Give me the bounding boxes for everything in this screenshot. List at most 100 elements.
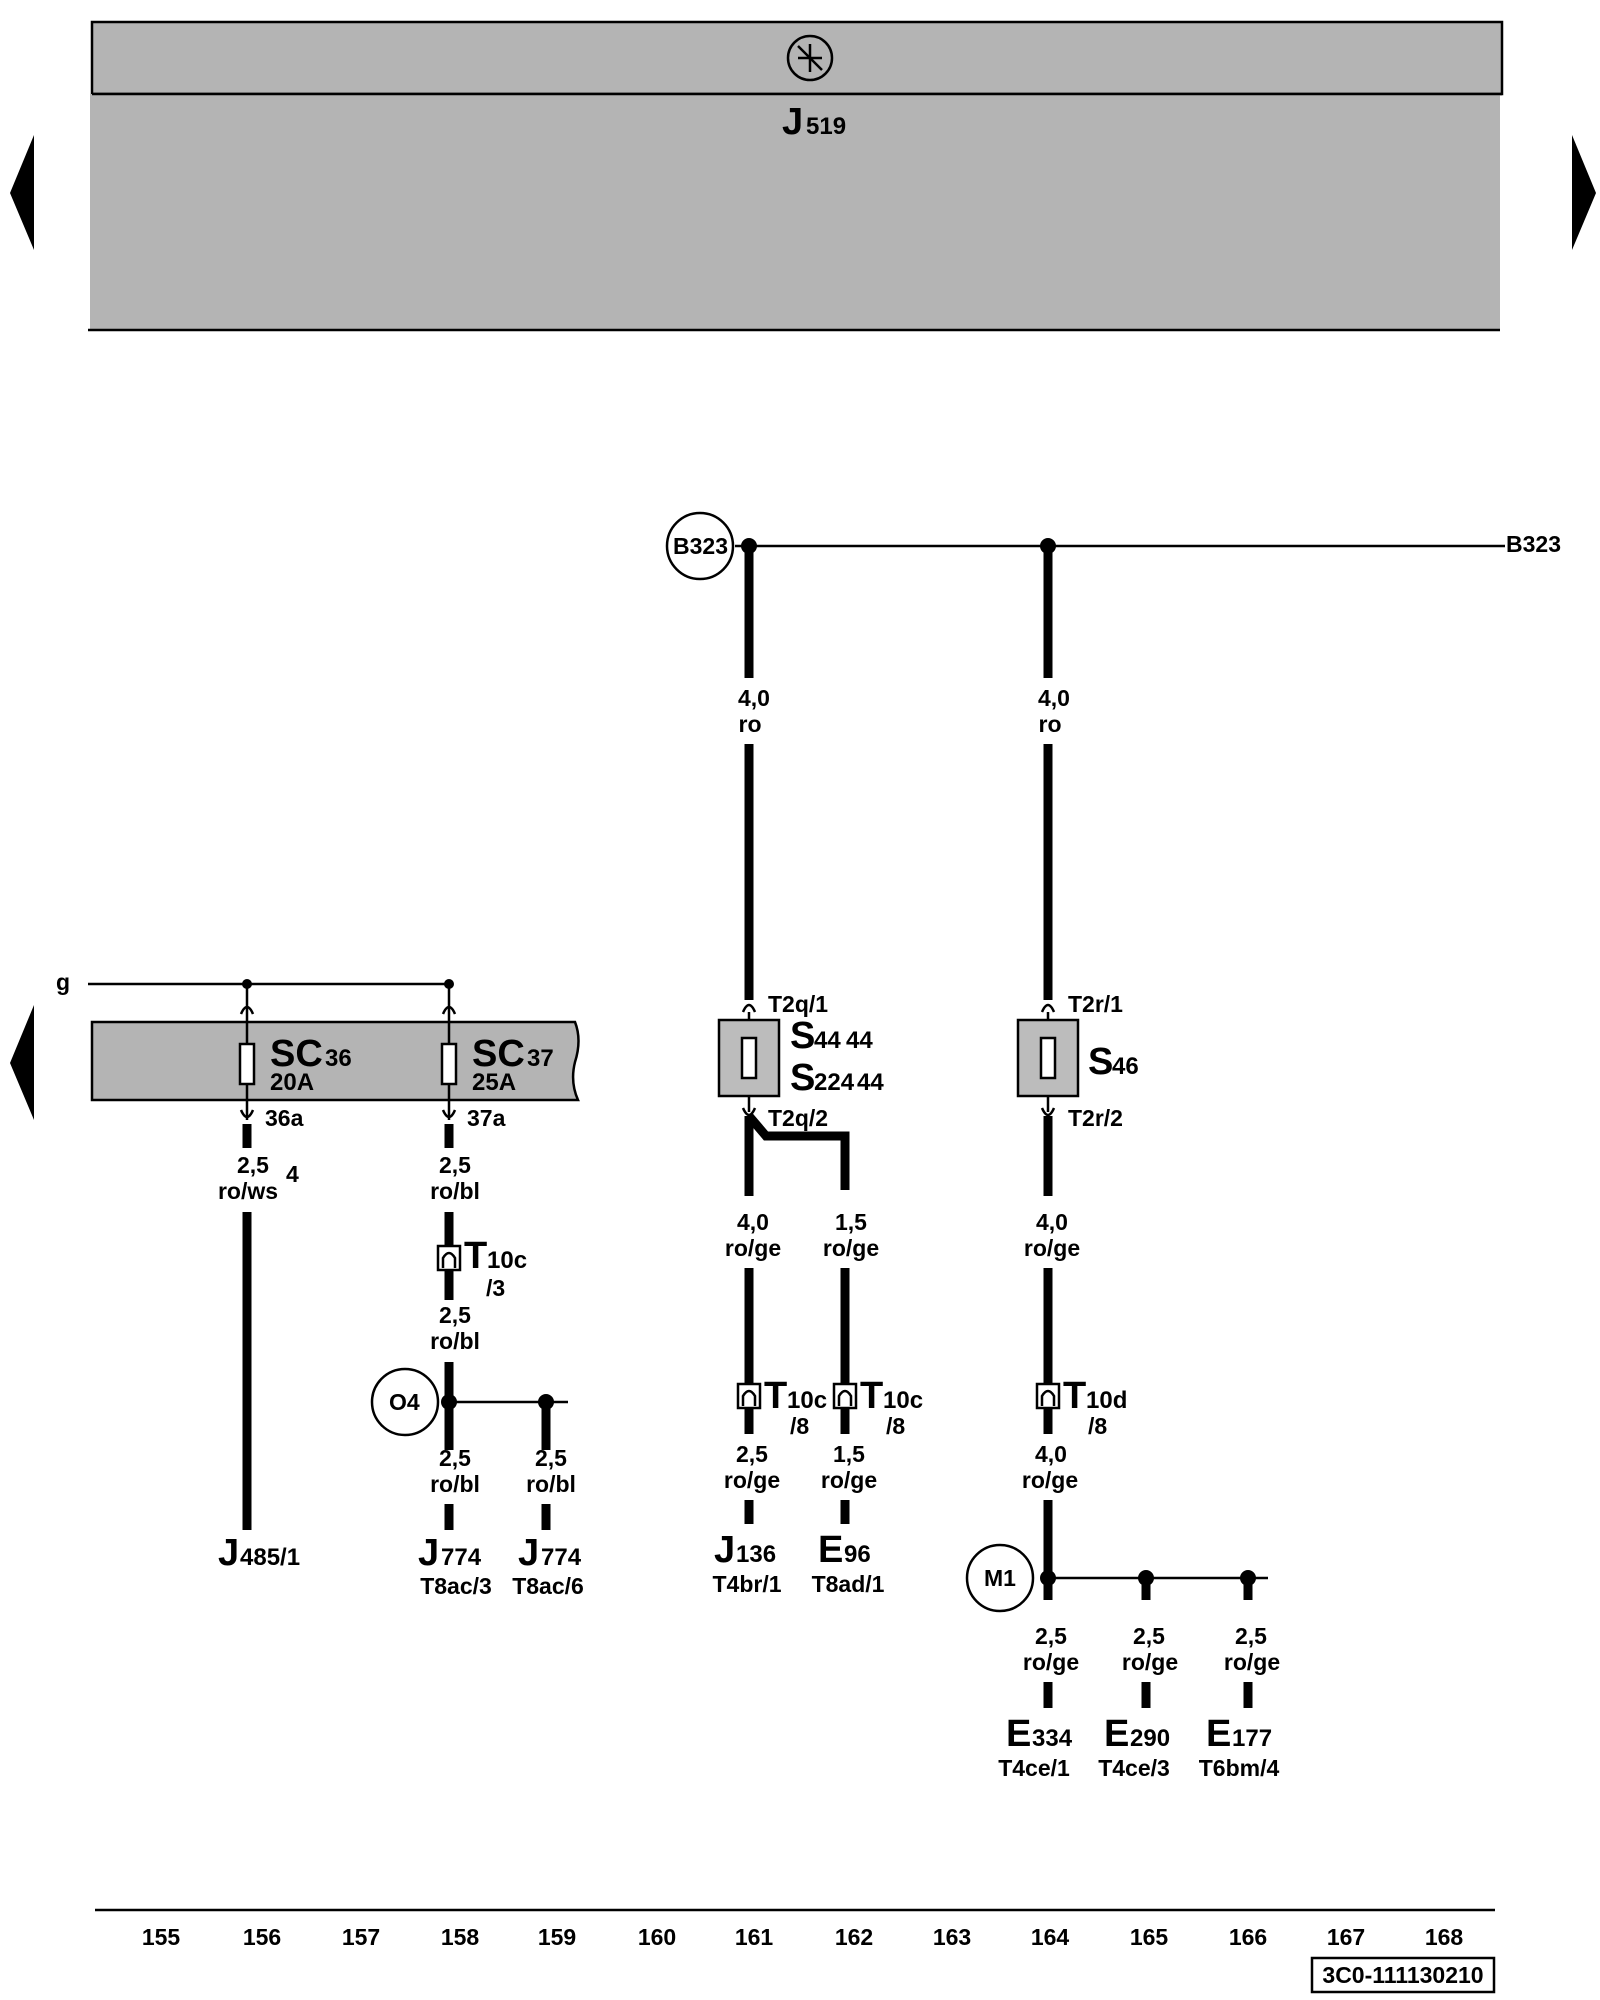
j485-index: 485/1 — [240, 1544, 300, 1571]
t10c8-left-index: 10c — [787, 1387, 827, 1414]
m1-branch1-color: ro/ge — [1023, 1649, 1079, 1675]
e96-conn: T8ad/1 — [812, 1571, 885, 1597]
arrow-left-icon[interactable] — [10, 1005, 34, 1120]
document-id: 3C0-111130210 — [1310, 1956, 1496, 1994]
s46-in-size: 4,0 — [1038, 685, 1070, 711]
o4-branch2-size: 2,5 — [535, 1445, 567, 1471]
s44-name: S — [790, 1015, 815, 1057]
s44-after-right-color: ro/ge — [821, 1467, 877, 1493]
connector-icon — [736, 1382, 762, 1410]
sc36-rating: 20A — [270, 1069, 314, 1096]
connector-icon — [436, 1244, 462, 1272]
o4-label: O4 — [389, 1389, 420, 1415]
j774-label-2: J — [518, 1532, 539, 1574]
s44-out-right-color: ro/ge — [823, 1235, 879, 1261]
doc-id-text: 3C0-111130210 — [1322, 1962, 1483, 1988]
s46-in-color: ro — [1039, 711, 1062, 737]
sc36-num: 36 — [325, 1045, 352, 1072]
track-number: 167 — [1327, 1924, 1365, 1950]
o4-branch1-color: ro/bl — [430, 1471, 480, 1497]
s224-name: S — [790, 1057, 815, 1099]
e290-conn: T4ce/3 — [1098, 1755, 1170, 1781]
s46-name: S — [1088, 1041, 1113, 1083]
e334-index: 334 — [1032, 1725, 1073, 1752]
sc36-pin: 36a — [265, 1105, 304, 1131]
t10d8-name: T — [1063, 1375, 1086, 1417]
t10c3-index: 10c — [487, 1247, 527, 1274]
s44-in-size: 4,0 — [738, 685, 770, 711]
sc36-wire-color: ro/ws — [218, 1178, 278, 1204]
j136-label: J — [714, 1529, 735, 1571]
track-number: 161 — [735, 1924, 774, 1950]
o4-branch1-size: 2,5 — [439, 1445, 471, 1471]
j774-index-2: 774 — [541, 1544, 582, 1571]
t10c8-right-index: 10c — [883, 1387, 923, 1414]
s46-num: 46 — [1112, 1053, 1139, 1080]
bus-label-left: B323 — [673, 533, 728, 559]
sc37-name: SC — [472, 1033, 525, 1075]
track-number: 162 — [835, 1924, 873, 1950]
t10c8-right-pin: /8 — [886, 1413, 905, 1439]
s46-out-color: ro/ge — [1024, 1235, 1080, 1261]
sc37-wire-size: 2,5 — [439, 1152, 471, 1178]
track-number: 159 — [538, 1924, 576, 1950]
feed-g-label: g — [56, 969, 70, 995]
e334-conn: T4ce/1 — [998, 1755, 1070, 1781]
e290-index: 290 — [1130, 1725, 1170, 1752]
t10c3-wire-color: ro/bl — [430, 1328, 480, 1354]
fuse-s46-branch: 4,0 ro T2r/1 S 46 T2r/2 4,0 ro/ge T 10d … — [965, 546, 1280, 1781]
fuse-s44-branch: 4,0 ro T2q/1 S 44 44 S 224 44 T2q/2 4,0 … — [712, 546, 923, 1597]
m1-branch1-size: 2,5 — [1035, 1623, 1067, 1649]
arrow-left-icon[interactable] — [10, 135, 34, 250]
track-number: 163 — [933, 1924, 971, 1950]
transistor-icon — [786, 34, 834, 82]
s46-after-size: 4,0 — [1035, 1441, 1067, 1467]
s44-ref: 44 — [846, 1027, 873, 1054]
j136-index: 136 — [736, 1541, 776, 1568]
connector-icon — [1035, 1382, 1061, 1410]
arrow-right-icon[interactable] — [1572, 135, 1596, 250]
t10c3-wire-size: 2,5 — [439, 1302, 471, 1328]
s46-after-color: ro/ge — [1022, 1467, 1078, 1493]
m1-label: M1 — [984, 1565, 1016, 1591]
track-number: 168 — [1425, 1924, 1464, 1950]
s44-after-right-size: 1,5 — [833, 1441, 865, 1467]
t10d8-pin: /8 — [1088, 1413, 1107, 1439]
j774-index-1: 774 — [441, 1544, 482, 1571]
s46-pin-out: T2r/2 — [1068, 1105, 1123, 1131]
m1-branch3-color: ro/ge — [1224, 1649, 1280, 1675]
control-unit-j519: J 519 — [88, 20, 1504, 332]
j774-conn-1: T8ac/3 — [420, 1573, 492, 1599]
t10c8-right-name: T — [860, 1375, 883, 1417]
t10c3-pin: /3 — [486, 1275, 505, 1301]
s44-out-left-size: 4,0 — [737, 1209, 769, 1235]
s44-after-left-color: ro/ge — [724, 1467, 780, 1493]
track-number: 165 — [1130, 1924, 1169, 1950]
track-number: 155 — [142, 1924, 181, 1950]
j485-label: J — [218, 1532, 239, 1574]
t10c8-left-name: T — [764, 1375, 787, 1417]
e177-index: 177 — [1232, 1725, 1272, 1752]
t10d8-index: 10d — [1086, 1387, 1127, 1414]
track-number: 166 — [1229, 1924, 1267, 1950]
sc37-pin: 37a — [467, 1105, 506, 1131]
s224-num: 224 — [814, 1069, 855, 1096]
e334-label: E — [1006, 1713, 1031, 1755]
bus-b323: B323 B323 — [665, 511, 1561, 581]
s44-pin-out: T2q/2 — [768, 1105, 828, 1131]
j136-conn: T4br/1 — [712, 1571, 781, 1597]
s46-out-size: 4,0 — [1036, 1209, 1068, 1235]
e177-conn: T6bm/4 — [1199, 1755, 1280, 1781]
track-number: 160 — [638, 1924, 676, 1950]
s44-after-left-size: 2,5 — [736, 1441, 768, 1467]
e177-label: E — [1206, 1713, 1231, 1755]
j774-conn-2: T8ac/6 — [512, 1573, 584, 1599]
s44-pin-in: T2q/1 — [768, 991, 828, 1017]
s44-out-right-size: 1,5 — [835, 1209, 867, 1235]
sc36-wire-size: 2,5 — [237, 1152, 269, 1178]
m1-branch2-color: ro/ge — [1122, 1649, 1178, 1675]
track-number: 164 — [1031, 1924, 1070, 1950]
connector-icon — [832, 1382, 858, 1410]
o4-branch2-color: ro/bl — [526, 1471, 576, 1497]
